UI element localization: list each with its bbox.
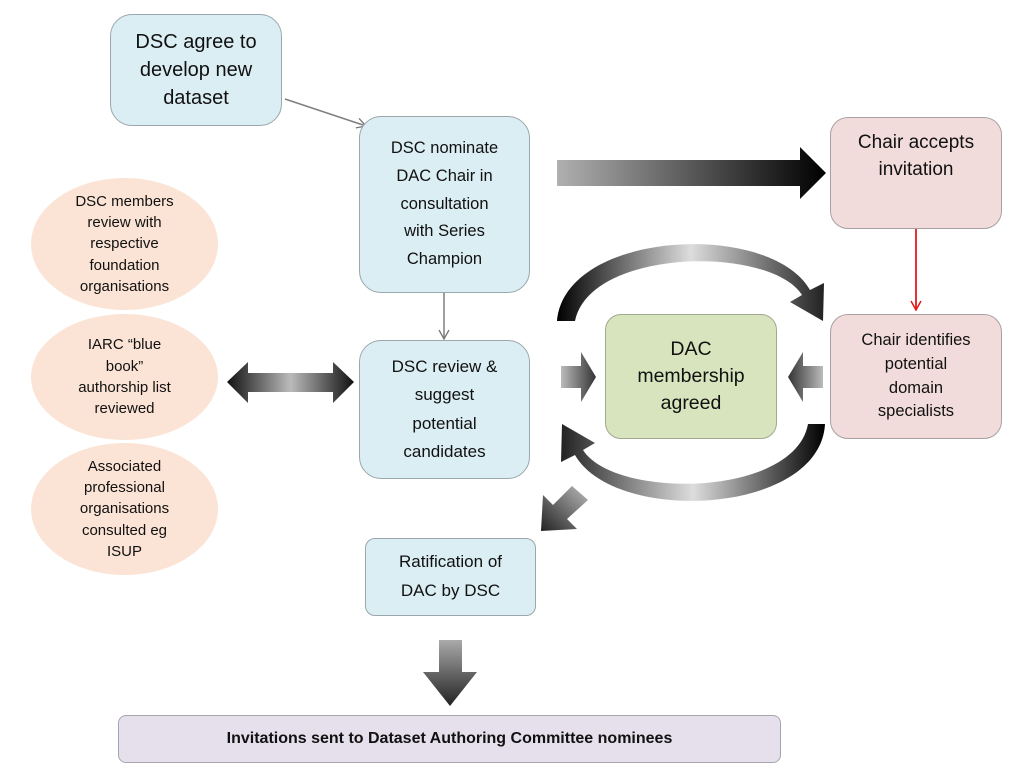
source-dsc-members: DSC members review with respective found… [31, 178, 218, 310]
arrow-review-to-dac [561, 352, 596, 402]
big-arrow-to-chair-accepts [557, 147, 826, 199]
node-dsc-agree: DSC agree to develop new dataset [110, 14, 282, 126]
node-chair-accepts: Chair accepts invitation [830, 117, 1002, 229]
connector-agree-to-nominate [284, 98, 368, 129]
arc-arrow-top [557, 244, 824, 321]
arrow-to-ratification [541, 486, 588, 531]
node-dsc-nominate: DSC nominate DAC Chair in consultation w… [359, 116, 530, 293]
node-chair-identifies: Chair identifies potential domain specia… [830, 314, 1002, 439]
node-dsc-review: DSC review & suggest potential candidate… [359, 340, 530, 479]
double-arrow-sources-review [227, 362, 354, 403]
node-invitations: Invitations sent to Dataset Authoring Co… [118, 715, 781, 763]
node-ratification: Ratification of DAC by DSC [365, 538, 536, 616]
node-dac-membership: DAC membership agreed [605, 314, 777, 439]
source-iarc-blue-book: IARC “blue book” authorship list reviewe… [31, 314, 218, 440]
arrow-to-invitations [423, 640, 477, 706]
arrow-identifies-to-dac [788, 352, 823, 402]
source-professional-orgs: Associated professional organisations co… [31, 443, 218, 575]
